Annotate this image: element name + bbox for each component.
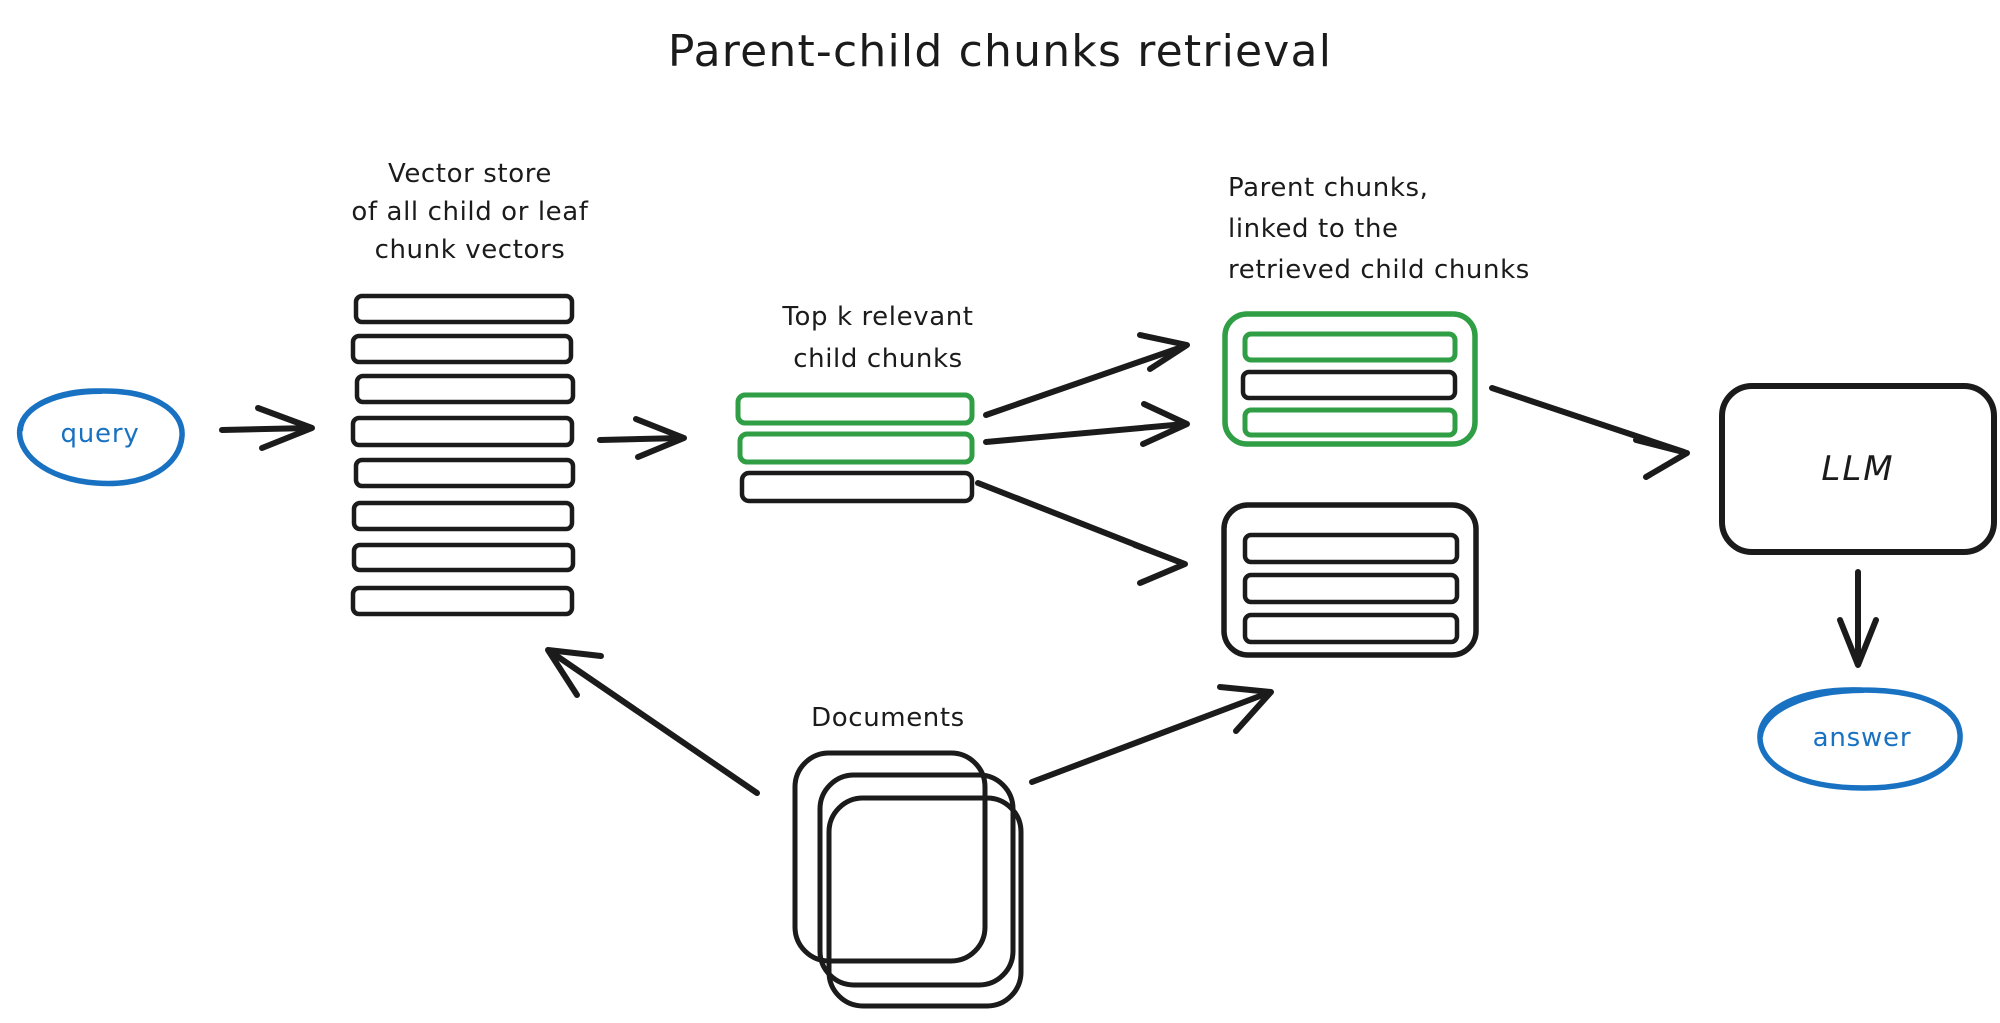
- vector-store-stack[interactable]: [350, 293, 576, 617]
- answer-ellipse: [1757, 687, 1963, 791]
- parent-bar-plain: [1242, 532, 1460, 565]
- answer-ellipse-overstroke: [1759, 689, 1865, 738]
- vector-bar: [350, 585, 575, 617]
- parent-group-border: [1221, 502, 1479, 658]
- arrow-top-k-bar1-to-parent-matched: [983, 332, 1190, 418]
- parent-bar-matched: [1242, 331, 1458, 363]
- arrow-documents-to-vector-store: [545, 647, 760, 796]
- svg-text:of all child or leaf: of all child or leaf: [351, 197, 588, 227]
- svg-text:Top k relevant: Top k relevant: [781, 302, 973, 332]
- parent-bar-matched: [1242, 407, 1458, 438]
- diagram-title: Parent-child chunks retrieval: [668, 26, 1332, 77]
- top-k-label: Top k relevant child chunks: [781, 302, 973, 374]
- document-sheet: [817, 772, 1016, 988]
- svg-text:chunk vectors: chunk vectors: [375, 235, 566, 265]
- vector-bar: [354, 373, 576, 405]
- arrow-parent-matched-to-llm: [1489, 385, 1690, 480]
- vector-store-label: Vector store of all child or leaf chunk …: [351, 159, 588, 265]
- top-k-chunks[interactable]: [735, 392, 975, 504]
- arrow-top-k-bar2-to-parent-matched: [983, 401, 1190, 447]
- parent-bar-plain: [1242, 572, 1460, 605]
- document-sheet: [792, 750, 988, 964]
- query-label: query: [60, 419, 139, 449]
- svg-text:Vector store: Vector store: [388, 159, 552, 189]
- llm-label: LLM: [1821, 449, 1894, 489]
- query-node[interactable]: query: [16, 388, 185, 487]
- parent-group-plain[interactable]: [1221, 502, 1479, 658]
- arrow-top-k-bar3-to-parent-plain: [975, 480, 1188, 586]
- top-k-bar-relevant: [735, 392, 975, 426]
- parent-group-matched[interactable]: [1222, 311, 1478, 447]
- parent-group-border: [1222, 311, 1478, 447]
- arrow-query-to-vector-store: [219, 405, 315, 451]
- arrow-documents-to-parent-plain: [1029, 684, 1274, 785]
- vector-bar: [353, 457, 576, 489]
- vector-bar: [350, 415, 575, 448]
- svg-text:Parent chunks,: Parent chunks,: [1228, 173, 1429, 203]
- answer-label: answer: [1813, 723, 1912, 753]
- arrow-llm-to-answer: [1837, 569, 1879, 668]
- parent-bar-plain: [1240, 369, 1458, 401]
- vector-bar: [351, 542, 576, 573]
- answer-node[interactable]: answer: [1757, 687, 1963, 791]
- parent-chunks-label: Parent chunks, linked to the retrieved c…: [1228, 173, 1530, 285]
- top-k-bar-plain: [739, 470, 975, 504]
- documents-label: Documents: [811, 703, 965, 733]
- documents-stack[interactable]: [792, 750, 1024, 1009]
- svg-text:retrieved child chunks: retrieved child chunks: [1228, 255, 1530, 285]
- arrow-vector-store-to-top-k: [597, 416, 687, 460]
- llm-node[interactable]: LLM: [1719, 383, 1997, 555]
- query-ellipse-overstroke: [19, 390, 103, 432]
- svg-text:linked to the: linked to the: [1228, 214, 1399, 244]
- document-sheet: [826, 795, 1024, 1009]
- vector-bar: [351, 500, 575, 532]
- parent-bar-plain: [1242, 612, 1460, 645]
- svg-text:child chunks: child chunks: [793, 344, 963, 374]
- vector-bar: [353, 293, 575, 325]
- llm-box: [1719, 383, 1997, 555]
- top-k-bar-relevant: [737, 431, 975, 465]
- vector-bar: [350, 333, 574, 365]
